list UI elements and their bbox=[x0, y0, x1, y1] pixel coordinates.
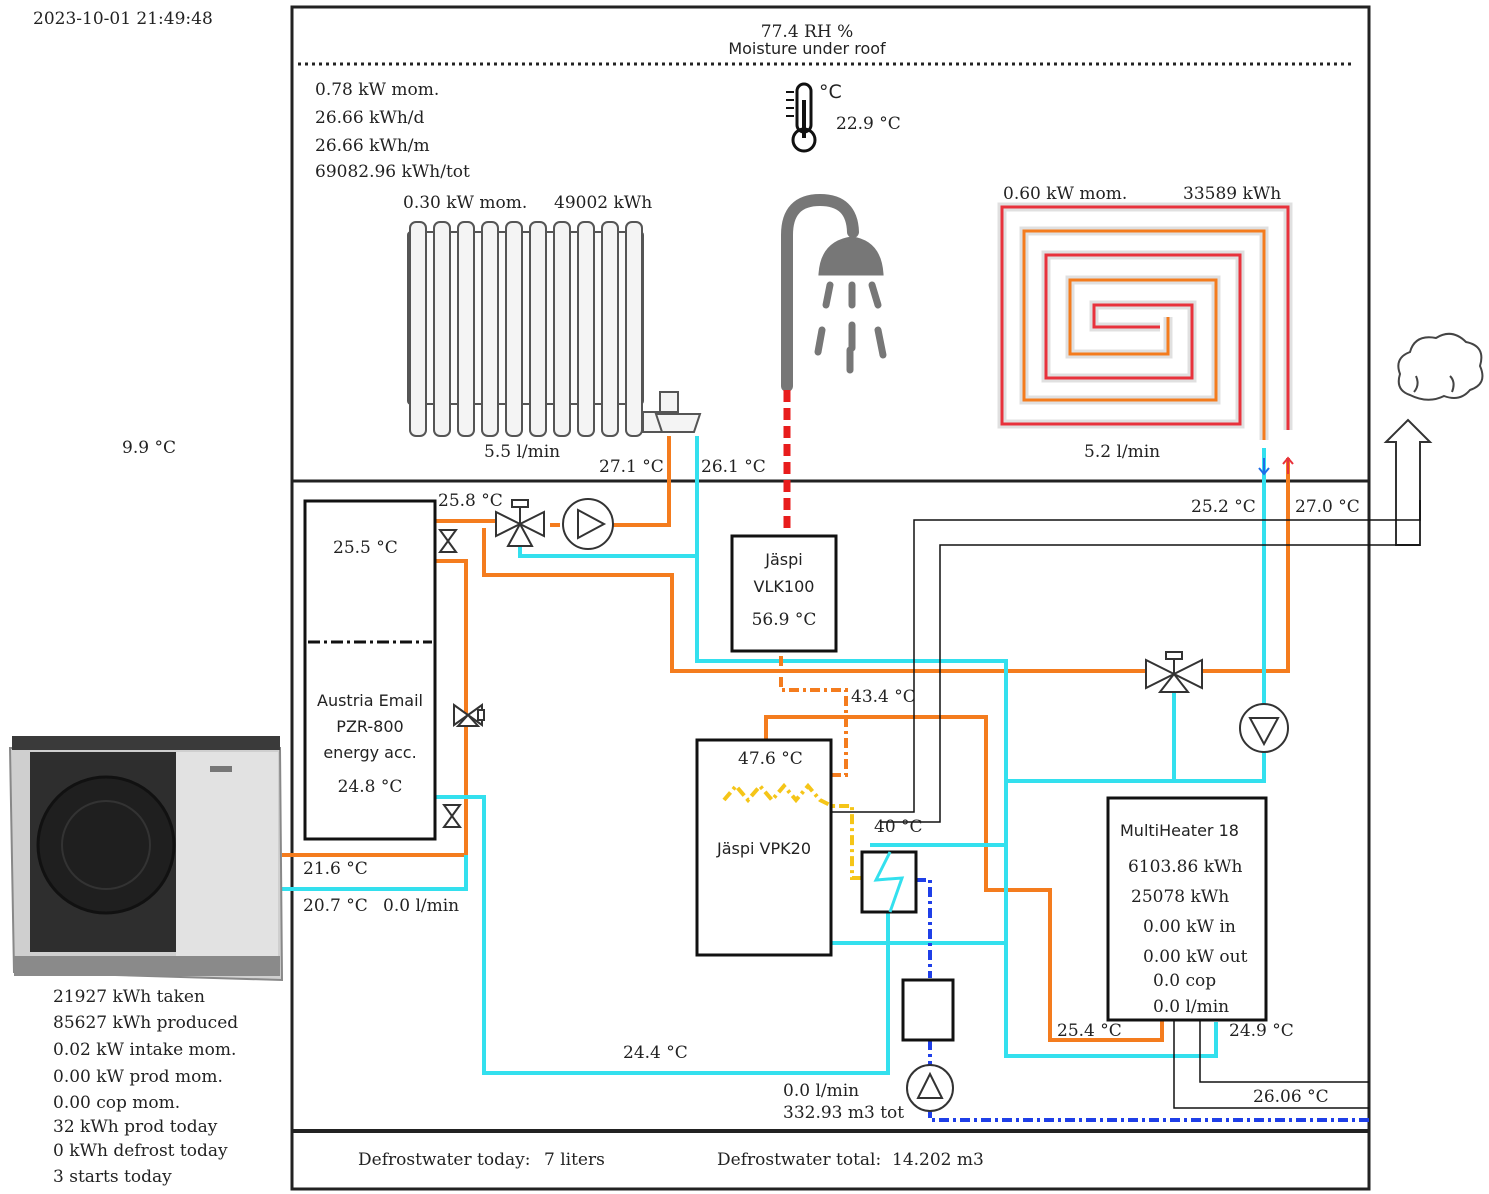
floor-mixing-valve-icon bbox=[1145, 651, 1203, 693]
multiheater-kw-in: 0.00 kW in bbox=[1143, 917, 1236, 937]
vlk100-unit bbox=[730, 534, 838, 653]
radiator-icon bbox=[407, 221, 702, 437]
mixing-valve-icon bbox=[495, 499, 545, 547]
multiheater-unit bbox=[1106, 796, 1268, 1022]
multiheater-supply-temp: 24.9 °C bbox=[1229, 1021, 1294, 1041]
accumulator-outlet-temp: 25.8 °C bbox=[438, 491, 503, 511]
house-power-month: 26.66 kWh/m bbox=[315, 136, 430, 156]
vpk20-pipe-temp: 43.4 °C bbox=[851, 687, 916, 707]
heatpump-stat: 0.02 kW intake mom. bbox=[53, 1040, 237, 1060]
radiator-supply-temp: 27.1 °C bbox=[599, 457, 664, 477]
heatpump-return-temp: 20.7 °C bbox=[303, 896, 368, 916]
water-flow: 0.0 l/min bbox=[783, 1081, 860, 1101]
heatpump-stat: 3 starts today bbox=[53, 1167, 172, 1187]
vpk20-name: Jäspi VPK20 bbox=[717, 839, 811, 858]
heatpump-stat: 0.00 kW prod mom. bbox=[53, 1067, 223, 1087]
heatpump-flow: 0.0 l/min bbox=[383, 896, 460, 916]
heat-exchanger-temp: 40 °C bbox=[874, 817, 923, 837]
heat-pump-unit bbox=[8, 736, 284, 982]
house-power-mom: 0.78 kW mom. bbox=[315, 80, 440, 100]
defrost-today-label: Defrostwater today: bbox=[358, 1150, 531, 1170]
floor-supply-temp: 27.0 °C bbox=[1295, 497, 1360, 517]
thermometer-icon bbox=[786, 82, 817, 153]
vpk20-internal bbox=[722, 656, 862, 880]
heatpump-stat: 21927 kWh taken bbox=[53, 987, 205, 1007]
heatpump-stat: 85627 kWh produced bbox=[53, 1013, 239, 1033]
vpk20-top-temp: 47.6 °C bbox=[738, 749, 803, 769]
water-total: 332.93 m3 tot bbox=[783, 1103, 905, 1123]
roof-humidity: 77.4 RH % bbox=[760, 22, 854, 42]
radiator-return-temp: 26.1 °C bbox=[701, 457, 766, 477]
cloud-icon bbox=[1397, 332, 1484, 401]
multiheater-return-temp: 25.4 °C bbox=[1057, 1021, 1122, 1041]
hot-pipes bbox=[282, 436, 1290, 1042]
heatpump-supply-temp: 21.6 °C bbox=[303, 859, 368, 879]
defrost-total-label: Defrostwater total: bbox=[717, 1150, 882, 1170]
heatpump-stat: 0.00 cop mom. bbox=[53, 1093, 181, 1113]
accumulator-top-temp: 25.5 °C bbox=[333, 538, 398, 558]
radiator-power: 0.30 kW mom. bbox=[403, 193, 528, 213]
house-frame bbox=[290, 5, 1371, 1191]
house-power-total: 69082.96 kWh/tot bbox=[315, 162, 470, 182]
ground-temp: 26.06 °C bbox=[1253, 1087, 1329, 1107]
radiator-flow: 5.5 l/min bbox=[484, 442, 561, 462]
multiheater-flow: 0.0 l/min bbox=[1153, 997, 1230, 1017]
accumulator-name-line1: Austria Email bbox=[317, 691, 423, 710]
vlk100-temp: 56.9 °C bbox=[751, 610, 817, 630]
floor-energy: 33589 kWh bbox=[1183, 184, 1282, 204]
multiheater-energy1: 6103.86 kWh bbox=[1128, 857, 1243, 877]
multiheater-cop: 0.0 cop bbox=[1153, 971, 1217, 991]
water-pump-icon bbox=[906, 1064, 954, 1112]
thermometer-unit: °C bbox=[819, 81, 842, 103]
accumulator-name-line3: energy acc. bbox=[323, 743, 417, 762]
vlk100-line1: Jäspi bbox=[765, 550, 803, 569]
multiheater-name: MultiHeater 18 bbox=[1120, 821, 1239, 840]
vpk20-unit bbox=[695, 738, 833, 957]
heatpump-stat: 0 kWh defrost today bbox=[53, 1141, 228, 1161]
cold-pipes bbox=[282, 436, 1266, 1075]
chimney-icon bbox=[1383, 418, 1433, 546]
floor-power: 0.60 kW mom. bbox=[1003, 184, 1128, 204]
timestamp: 2023-10-01 21:49:48 bbox=[33, 9, 213, 29]
indoor-temp: 22.9 °C bbox=[836, 114, 901, 134]
accumulator-tank bbox=[303, 499, 437, 841]
floor-flow: 5.2 l/min bbox=[1084, 442, 1161, 462]
defrost-today-value: 7 liters bbox=[544, 1150, 605, 1170]
shower-icon bbox=[781, 193, 887, 392]
radiator-energy: 49002 kWh bbox=[554, 193, 653, 213]
floor-pump-icon bbox=[1239, 703, 1289, 753]
floor-return-temp: 25.2 °C bbox=[1191, 497, 1256, 517]
house-power-day: 26.66 kWh/d bbox=[315, 108, 425, 128]
vlk100-line2: VLK100 bbox=[753, 577, 815, 596]
control-lines bbox=[832, 500, 1421, 1109]
outdoor-temp: 9.9 °C bbox=[122, 438, 176, 458]
floor-heating-coil bbox=[997, 202, 1293, 440]
defrost-total-value: 14.202 m3 bbox=[892, 1150, 984, 1170]
circulation-pump-icon bbox=[562, 498, 614, 550]
roof-label: Moisture under roof bbox=[728, 39, 886, 58]
heat-exchanger bbox=[860, 850, 918, 914]
accumulator-name-line2: PZR-800 bbox=[336, 717, 404, 736]
accumulator-bottom-temp: 24.8 °C bbox=[337, 777, 403, 797]
water-meter bbox=[901, 978, 955, 1042]
bottom-pipe-temp: 24.4 °C bbox=[623, 1043, 688, 1063]
heatpump-stat: 32 kWh prod today bbox=[53, 1117, 218, 1137]
multiheater-energy2: 25078 kWh bbox=[1131, 887, 1230, 907]
floor-arrows bbox=[1258, 456, 1294, 476]
tank-valve-icon bbox=[438, 529, 485, 828]
multiheater-kw-out: 0.00 kW out bbox=[1143, 947, 1248, 967]
